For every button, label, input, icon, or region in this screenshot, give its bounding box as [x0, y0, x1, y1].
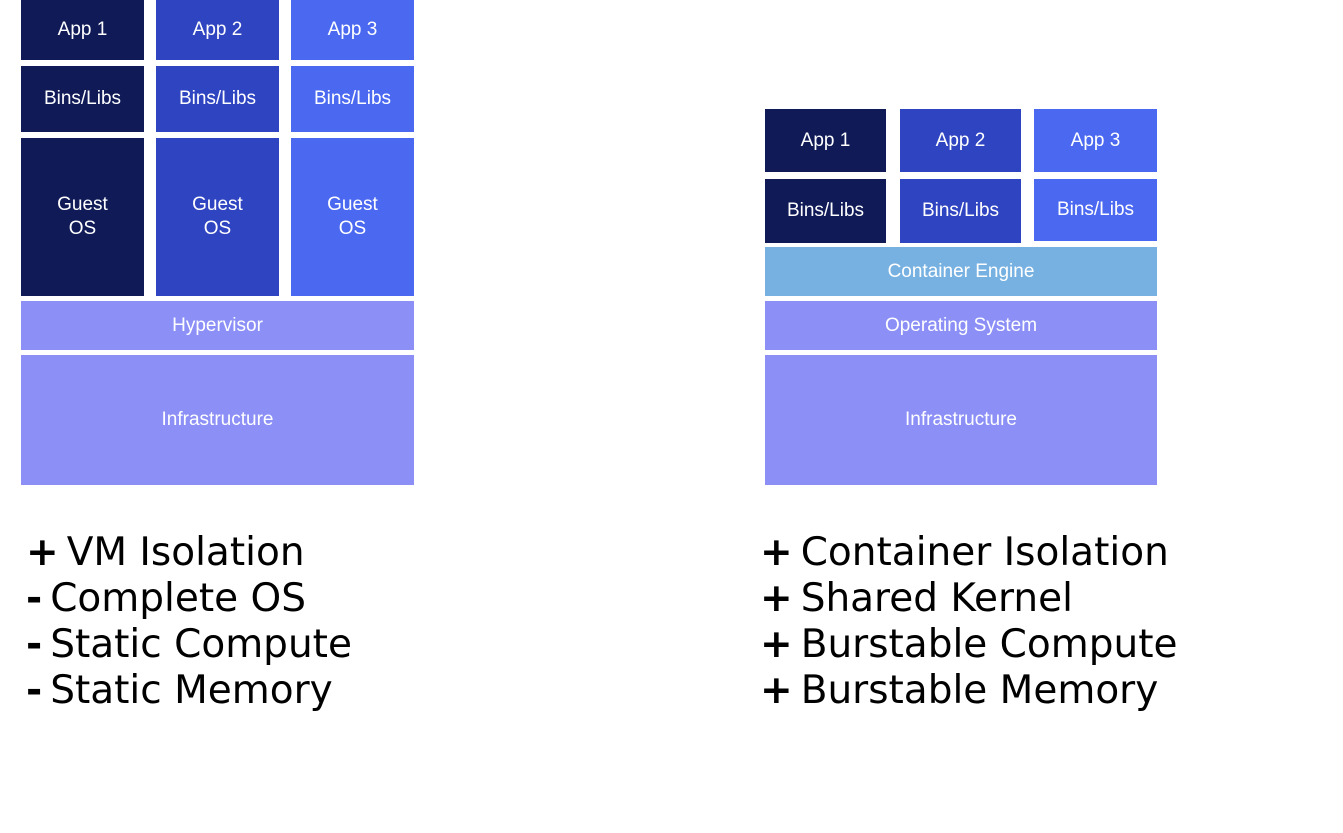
- vm-bins-libs-2-block: Bins/Libs: [156, 66, 279, 132]
- container-engine-layer: Container Engine: [765, 247, 1157, 296]
- container-app-1-block: App 1: [765, 109, 886, 172]
- vm-hypervisor-layer: Hypervisor: [21, 301, 414, 350]
- list-item: -Static Compute: [26, 622, 352, 667]
- vm-tradeoffs-list: +VM Isolation -Complete OS -Static Compu…: [26, 530, 352, 714]
- container-infrastructure-layer: Infrastructure: [765, 355, 1157, 485]
- list-item: +Container Isolation: [760, 530, 1169, 575]
- list-item: +VM Isolation: [26, 530, 305, 575]
- list-item: +Shared Kernel: [760, 576, 1073, 621]
- container-app-2-block: App 2: [900, 109, 1021, 172]
- list-item: +Burstable Memory: [760, 668, 1159, 713]
- vm-app-2-block: App 2: [156, 0, 279, 60]
- container-app-3-block: App 3: [1034, 109, 1157, 172]
- vm-bins-libs-3-block: Bins/Libs: [291, 66, 414, 132]
- container-bins-libs-1-block: Bins/Libs: [765, 179, 886, 243]
- vm-guest-os-2-block: Guest OS: [156, 138, 279, 296]
- list-item: +Burstable Compute: [760, 622, 1178, 667]
- list-item: -Complete OS: [26, 576, 306, 621]
- vm-app-3-block: App 3: [291, 0, 414, 60]
- container-operating-system-layer: Operating System: [765, 301, 1157, 350]
- container-bins-libs-3-block: Bins/Libs: [1034, 179, 1157, 241]
- container-tradeoffs-list: +Container Isolation +Shared Kernel +Bur…: [760, 530, 1178, 714]
- vm-bins-libs-1-block: Bins/Libs: [21, 66, 144, 132]
- list-item: -Static Memory: [26, 668, 333, 713]
- vm-guest-os-1-block: Guest OS: [21, 138, 144, 296]
- container-bins-libs-2-block: Bins/Libs: [900, 179, 1021, 243]
- vm-guest-os-3-block: Guest OS: [291, 138, 414, 296]
- vm-infrastructure-layer: Infrastructure: [21, 355, 414, 485]
- vm-app-1-block: App 1: [21, 0, 144, 60]
